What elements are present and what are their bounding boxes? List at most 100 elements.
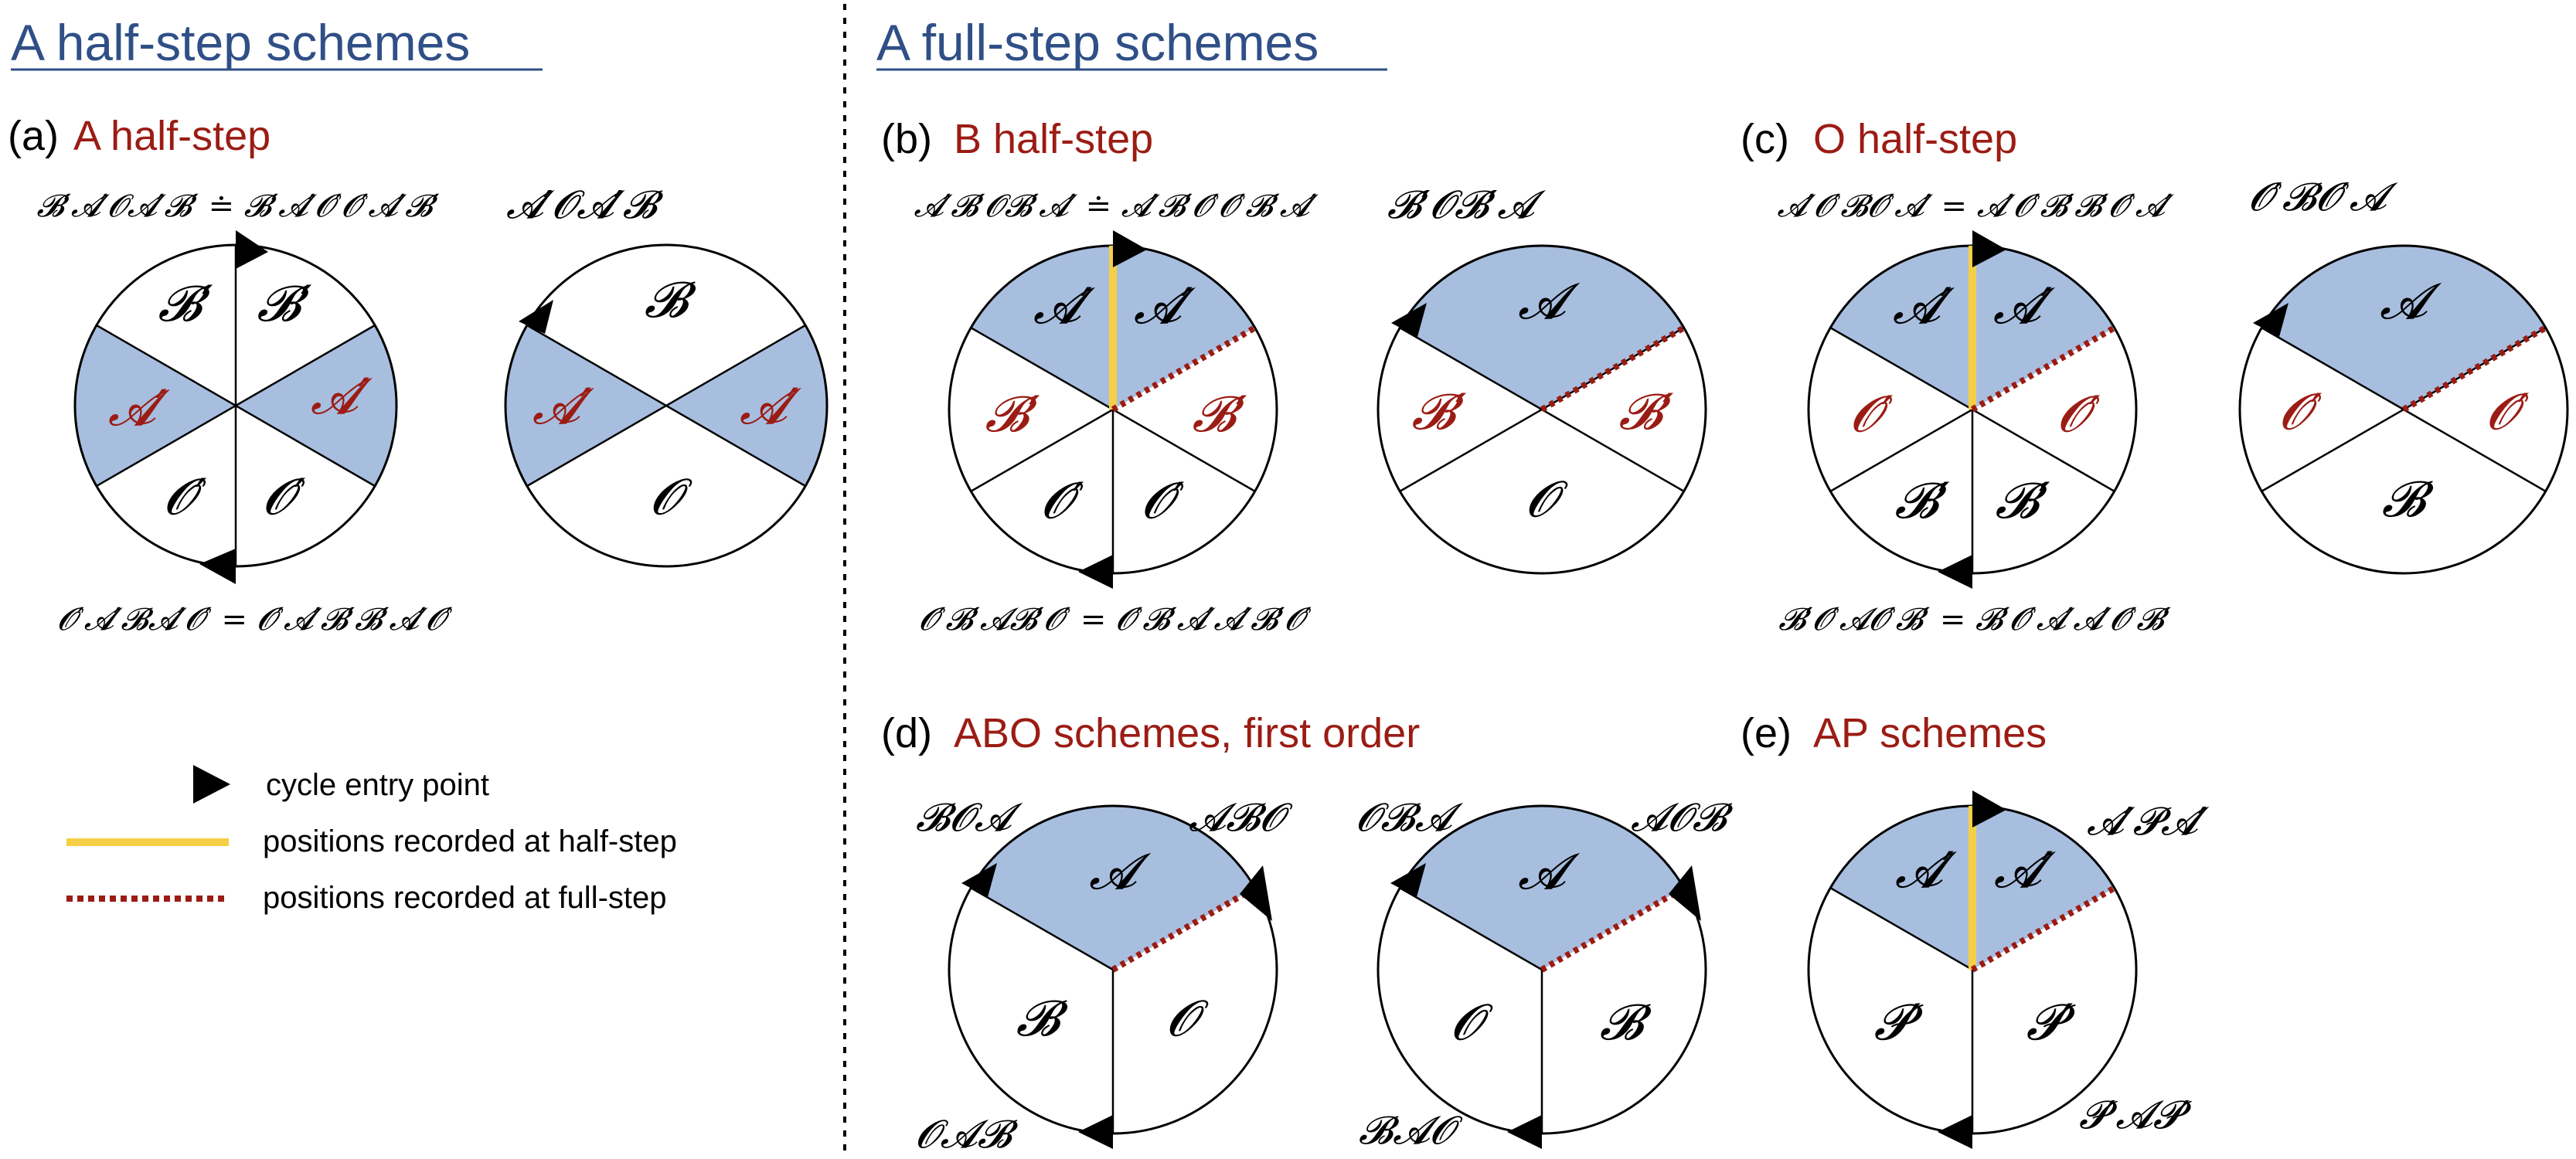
panel-b-right-title: 𝓑′𝓞𝓑′𝓐 xyxy=(1387,182,1546,227)
sector-label: 𝓑′ xyxy=(1412,384,1467,441)
sector-label: 𝓞′ xyxy=(165,469,207,526)
sector-label: 𝓑′ xyxy=(1996,473,2050,530)
sector-label: 𝓟′ xyxy=(2026,994,2076,1052)
cycle-entry-marker xyxy=(1113,230,1147,267)
panel-d-left-label-top-left: 𝓑𝓞𝓐 xyxy=(916,795,1023,840)
sector-label: 𝓞 xyxy=(1167,991,1209,1048)
sector-label: 𝓐′ xyxy=(1033,278,1096,335)
panel-a-top-formula: 𝓑′𝓐′𝓞𝓐′𝓑′ ≐ 𝓑′𝓐′𝓞′𝓞′𝓐′𝓑′ xyxy=(36,189,439,224)
cycle-entry-marker xyxy=(199,549,236,584)
sector-label: 𝓑 xyxy=(1600,994,1652,1052)
sector-label: 𝓞 xyxy=(1526,471,1568,529)
panel-d-left-circle xyxy=(948,804,1278,1149)
sector-label: 𝓟′ xyxy=(1874,994,1924,1052)
panel-b-bottom-formula: 𝓞′𝓑′𝓐𝓑′𝓞′ = 𝓞′𝓑′𝓐′𝓐′𝓑′𝓞′ xyxy=(919,602,1312,637)
cycle-entry-marker xyxy=(2253,303,2288,337)
panel-a-right-circle xyxy=(504,243,829,568)
sector-label: 𝓑′ xyxy=(985,386,1040,444)
panel-d-right-label-top-left: 𝓞𝓑𝓐 xyxy=(1356,795,1464,840)
sector-label: 𝓞 xyxy=(651,469,692,526)
panel-d-right-label-bottom-left: 𝓑𝓐𝓞 xyxy=(1359,1108,1463,1153)
panel-e-circle xyxy=(1807,790,2138,1149)
panel-b-letter: (b) xyxy=(881,116,932,162)
cycle-entry-marker xyxy=(1669,865,1701,921)
panel-d-left-label-top-right: 𝓐𝓑𝓞 xyxy=(1189,795,1293,840)
panel-e-title: AP schemes xyxy=(1813,710,2047,756)
sector-label: 𝓑 xyxy=(2382,471,2435,529)
panel-a-right-title: 𝓐′𝓞𝓐′𝓑 xyxy=(506,182,664,227)
sector-label: 𝓐′ xyxy=(108,380,171,437)
panel-d-letter: (d) xyxy=(881,710,932,756)
cycle-entry-marker xyxy=(1972,790,2006,828)
panel-b-top-formula: 𝓐′𝓑′𝓞𝓑′𝓐′ ≐ 𝓐′𝓑′𝓞′𝓞′𝓑′𝓐′ xyxy=(914,189,1319,224)
sector-label: 𝓞′ xyxy=(264,469,306,526)
legend-entry-label: cycle entry point xyxy=(266,768,489,802)
sector-label: 𝓑′ xyxy=(1193,386,1247,444)
sector-label: 𝓐′ xyxy=(1895,842,1958,899)
cycle-entry-marker xyxy=(961,863,997,897)
cycle-entry-marker xyxy=(1938,1115,1972,1149)
legend-half-step-label: positions recorded at half-step xyxy=(263,824,677,858)
panel-c-title: O half-step xyxy=(1813,116,2017,162)
panel-c-right-circle xyxy=(2238,244,2569,575)
panel-d-right-label-top-right: 𝓐𝓞𝓑 xyxy=(1631,795,1734,840)
sector-label: 𝓐′ xyxy=(740,379,802,436)
panel-c-top-formula: 𝓐′𝓞′𝓑𝓞′𝓐′ = 𝓐′𝓞′𝓑′𝓑′𝓞′𝓐′ xyxy=(1778,189,2175,224)
sector-label: 𝓐′ xyxy=(1134,278,1196,335)
sector-label: 𝓞′ xyxy=(1042,473,1084,530)
panel-c-left-circle xyxy=(1807,230,2138,589)
section-title-half-step: A half-step schemes xyxy=(11,14,470,71)
sector-label: 𝓐′ xyxy=(1994,842,2057,899)
legend-entry-marker xyxy=(193,765,230,804)
panel-e-label-bottom-right: 𝓟′𝓐𝓟′ xyxy=(2079,1093,2192,1137)
sector-label: 𝓑′ xyxy=(1619,384,1674,441)
sector-label: 𝓑′ xyxy=(1895,473,1950,530)
sector-label: 𝓐′ xyxy=(1893,278,1955,335)
section-title-full-step: A full-step schemes xyxy=(876,14,1319,71)
panel-a-letter: (a) xyxy=(8,113,59,159)
panel-c-bottom-formula: 𝓑′𝓞′𝓐𝓞′𝓑′ = 𝓑′𝓞′𝓐′𝓐′𝓞′𝓑′ xyxy=(1778,602,2171,637)
cycle-entry-marker xyxy=(236,230,268,269)
cycle-entry-marker xyxy=(1078,1115,1113,1149)
panel-d-left-label-bottom-left: 𝓞𝓐𝓑 xyxy=(916,1112,1019,1157)
sector-label: 𝓐′ xyxy=(1993,278,2056,335)
panel-c-right-title: 𝓞′𝓑𝓞′𝓐 xyxy=(2249,175,2398,219)
sector-label: 𝓑′ xyxy=(158,276,213,333)
panel-e-label-top-right: 𝓐′𝓟𝓐′ xyxy=(2087,799,2210,844)
cycle-entry-marker xyxy=(1078,555,1113,589)
panel-b-right-circle xyxy=(1376,244,1707,575)
panel-d-title: ABO schemes, first order xyxy=(954,710,1420,756)
panel-c-letter: (c) xyxy=(1741,116,1789,162)
sector-label: 𝓞′ xyxy=(2280,384,2322,441)
sector-label: 𝓑 xyxy=(645,272,697,329)
cycle-entry-marker xyxy=(1972,230,2006,267)
cycle-entry-marker xyxy=(1390,863,1426,897)
sector-label: 𝓞 xyxy=(1451,994,1493,1052)
panel-a-bottom-formula: 𝓞′𝓐′𝓑𝓐′𝓞′ = 𝓞′𝓐′𝓑′𝓑′𝓐′𝓞′ xyxy=(58,602,453,637)
panel-a-left-circle xyxy=(73,230,398,584)
cycle-entry-marker xyxy=(1391,303,1427,337)
cycle-entry-marker xyxy=(1938,555,1972,589)
cycle-entry-marker xyxy=(519,300,553,334)
sector-label: 𝓞′ xyxy=(1851,386,1894,444)
legend-full-step-label: positions recorded at full-step xyxy=(263,881,667,915)
panel-b-left-circle xyxy=(948,230,1278,589)
cycle-entry-marker xyxy=(1240,865,1272,921)
panel-e-letter: (e) xyxy=(1741,710,1792,756)
sector-label: 𝓑′ xyxy=(257,276,312,333)
legend: cycle entry point positions recorded at … xyxy=(66,765,677,915)
sector-left-shaded xyxy=(75,325,236,486)
sector-label: 𝓞′ xyxy=(2058,386,2101,444)
panel-d-right-circle xyxy=(1376,804,1707,1149)
sector-label: 𝓐′ xyxy=(533,379,595,436)
sector-right-shaded xyxy=(236,325,396,486)
sector-label: 𝓞′ xyxy=(1142,473,1185,530)
sector-right-shaded xyxy=(666,325,827,486)
sector-label: 𝓞′ xyxy=(2487,384,2530,441)
cycle-entry-marker xyxy=(1507,1115,1542,1149)
sector-left-shaded xyxy=(505,325,666,486)
panel-b-title: B half-step xyxy=(954,116,1153,162)
panel-a-title: A half-step xyxy=(73,113,271,159)
sector-label: 𝓑 xyxy=(1016,991,1069,1048)
